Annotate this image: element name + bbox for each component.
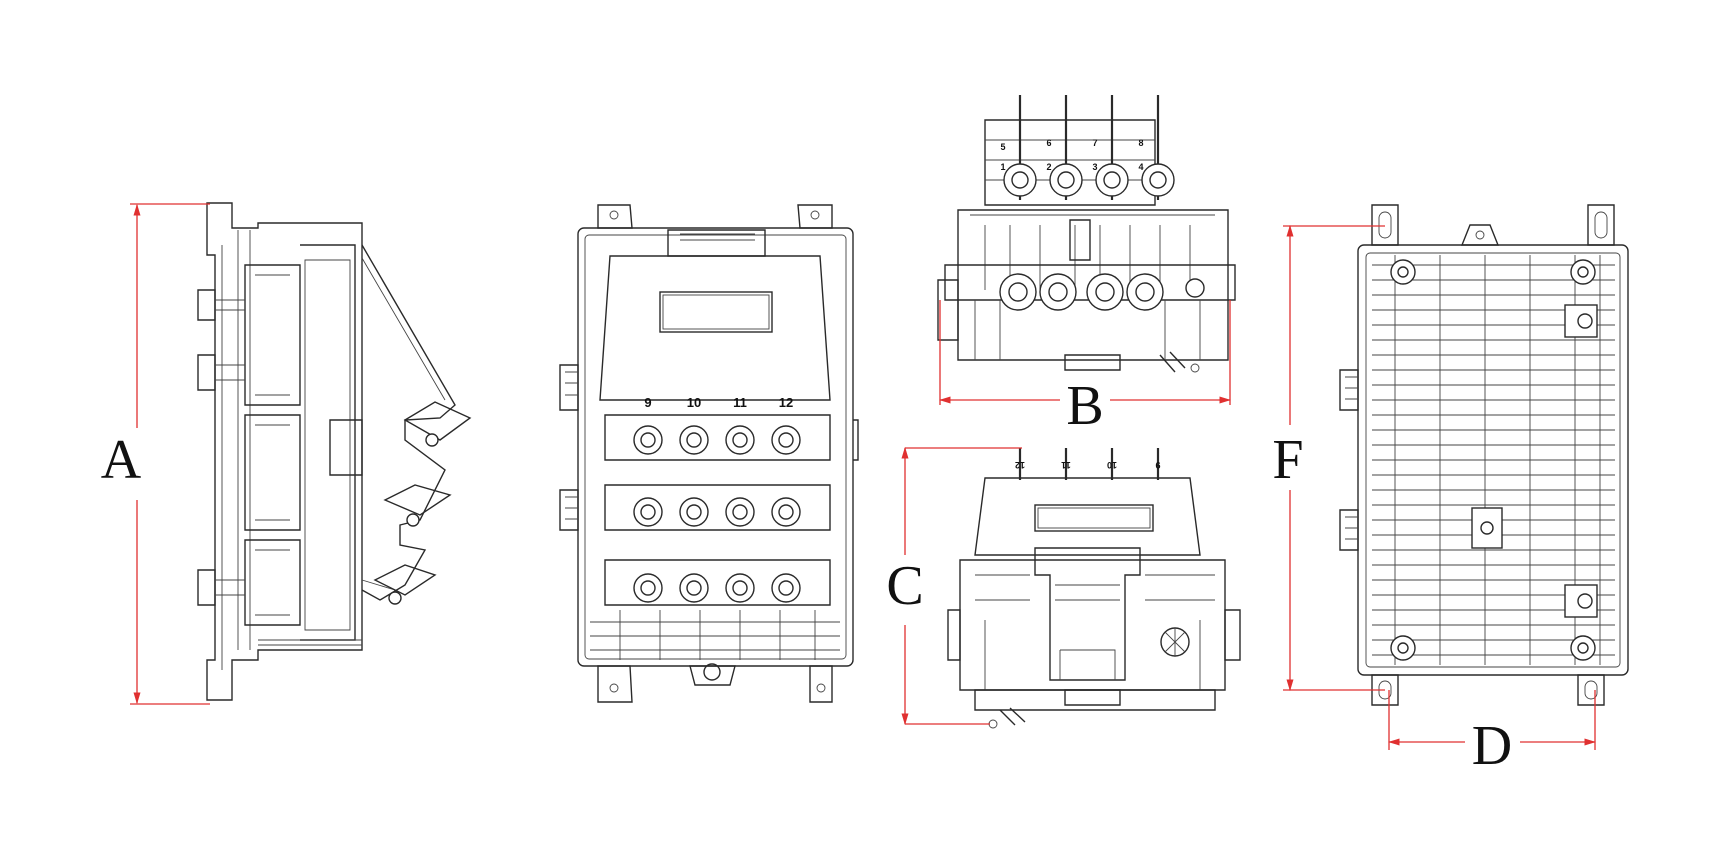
top-port-5: 5 [1000, 142, 1005, 152]
top-cable-pins [1018, 95, 1160, 200]
dimension-a: A [101, 203, 210, 705]
front-port-10: 10 [687, 395, 701, 410]
dimension-label-b: B [1066, 375, 1103, 437]
front-port-11: 11 [733, 395, 747, 410]
front-port-12: 12 [779, 395, 793, 410]
top-port-labels-upper: 5 6 7 8 [1000, 138, 1143, 152]
top-port-2: 2 [1046, 162, 1051, 172]
dimension-label-d: D [1472, 715, 1512, 777]
bottom-port-labels: 12 11 10 9 [1015, 460, 1161, 470]
dimension-b: B [938, 300, 1232, 437]
top-view: 5 6 7 8 1 2 3 4 [937, 95, 1236, 373]
dimension-f: F [1272, 224, 1385, 692]
top-port-7: 7 [1092, 138, 1097, 148]
dimension-label-a: A [101, 429, 142, 491]
front-port-9: 9 [644, 395, 651, 410]
top-port-3: 3 [1092, 162, 1097, 172]
dimension-c: C [886, 446, 1022, 726]
dimension-d: D [1387, 690, 1597, 777]
side-view [197, 202, 472, 701]
rear-view [1339, 204, 1629, 706]
front-view: 9 10 11 12 [559, 204, 859, 703]
top-port-1: 1 [1000, 162, 1005, 172]
bottom-port-9: 9 [1155, 460, 1160, 470]
front-port-labels: 9 10 11 12 [644, 395, 793, 410]
top-port-labels-lower: 1 2 3 4 [1000, 162, 1143, 172]
top-port-8: 8 [1138, 138, 1143, 148]
bottom-view: 12 11 10 9 [947, 448, 1241, 729]
dimension-label-c: C [886, 555, 923, 617]
rear-grid [1372, 255, 1615, 665]
top-port-6: 6 [1046, 138, 1051, 148]
top-port-4: 4 [1138, 162, 1143, 172]
bottom-port-12: 12 [1015, 460, 1025, 470]
bottom-port-10: 10 [1107, 460, 1117, 470]
front-port-row-3 [633, 573, 801, 603]
bottom-port-11: 11 [1061, 460, 1071, 470]
dimension-label-f: F [1272, 429, 1303, 491]
front-port-row-2 [633, 497, 801, 527]
front-port-row-1 [633, 425, 801, 455]
